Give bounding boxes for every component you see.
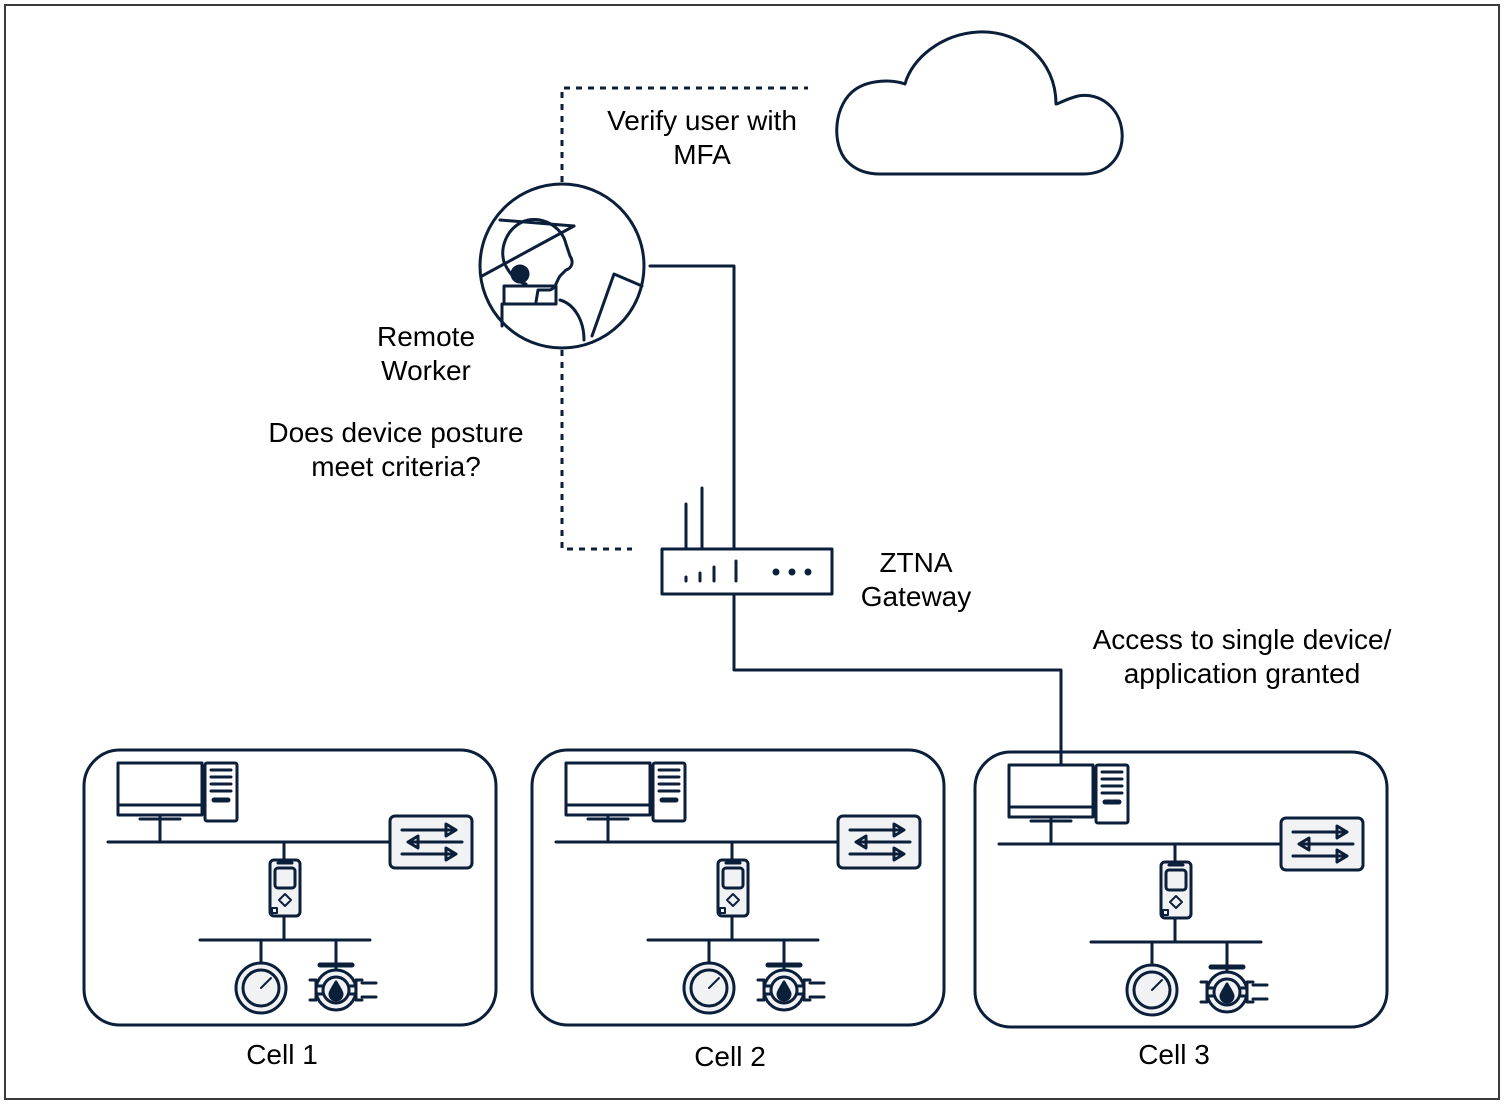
cell-2-label: Cell 2: [694, 1041, 766, 1072]
remote-worker-icon: [478, 182, 646, 350]
diagram-frame: [4, 4, 1500, 1100]
workstation-icon: [116, 761, 239, 823]
cell-1-label: Cell 1: [246, 1039, 318, 1070]
ztna-gateway-label: ZTNA Gateway: [860, 547, 972, 612]
cell-box: [82, 748, 498, 1027]
cell-3-label: Cell 3: [1138, 1039, 1210, 1070]
gauge-icon: [682, 961, 736, 1015]
cell-1: [82, 748, 498, 1027]
gauge-icon: [1125, 963, 1179, 1017]
mfa-label: Verify user with MFA: [607, 105, 797, 170]
valve-icon: [1199, 964, 1269, 1014]
cell-2: [530, 748, 946, 1027]
plc-icon: [268, 858, 302, 918]
switch-icon: [836, 814, 922, 870]
cloud-icon: [835, 30, 1124, 176]
mfa-dashed-link: [560, 86, 808, 182]
cell-3: [973, 750, 1389, 1029]
plc-icon: [1159, 860, 1193, 920]
ztna-gateway-icon: [660, 486, 834, 596]
switch-icon: [388, 814, 474, 870]
plc-icon: [716, 858, 750, 918]
worker-gateway-link: [648, 264, 736, 550]
cell-box: [530, 748, 946, 1027]
workstation-icon: [1007, 763, 1130, 825]
switch-icon: [1279, 816, 1365, 872]
remote-worker-label: Remote Worker: [376, 321, 476, 386]
valve-icon: [308, 962, 378, 1012]
valve-icon: [756, 962, 826, 1012]
posture-dashed-link: [560, 350, 632, 551]
cell-box: [973, 750, 1389, 1029]
posture-question-label: Does device posture meet criteria?: [268, 417, 524, 482]
access-granted-label: Access to single device/ application gra…: [1092, 624, 1392, 689]
gateway-cell3-link: [732, 594, 1063, 766]
workstation-icon: [564, 761, 687, 823]
gauge-icon: [234, 961, 288, 1015]
